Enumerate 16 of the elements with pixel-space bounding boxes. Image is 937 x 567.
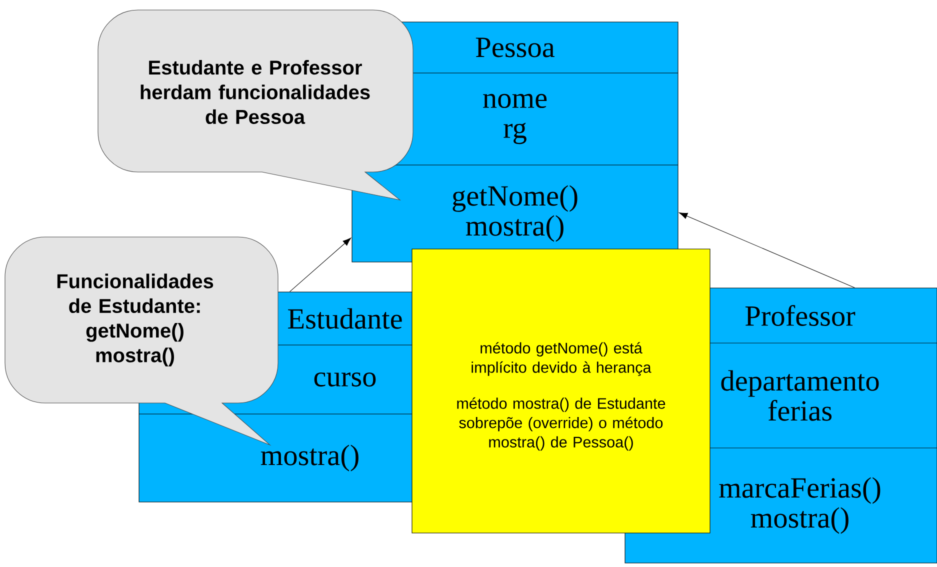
attribute-list: nome rg <box>483 94 547 144</box>
speech-bubble: Funcionalidades de Estudante: getNome() mostra() <box>4 236 278 446</box>
note-box <box>412 248 710 534</box>
method-list: mostra() <box>260 444 358 472</box>
arrow <box>289 238 352 292</box>
note-text: método mostra() de Estudante sobrepõe (override) o método mostra() de Pessoa() <box>457 397 666 451</box>
attribute-list: departamento ferias <box>721 370 879 421</box>
attribute-list: curso <box>314 372 376 387</box>
arrow <box>679 212 856 288</box>
note-text: método getNome() está implícito devido à herança <box>472 342 652 376</box>
speech-bubble: Estudante e Professor herdam funcionalidades de Pessoa <box>98 10 414 200</box>
class-name: Estudante <box>288 308 402 329</box>
method-list: marcaFerias() mostra() <box>719 477 880 534</box>
class-name: Professor <box>745 305 856 326</box>
method-list: getNome() mostra() <box>452 185 578 242</box>
class-name: Pessoa <box>476 38 555 58</box>
